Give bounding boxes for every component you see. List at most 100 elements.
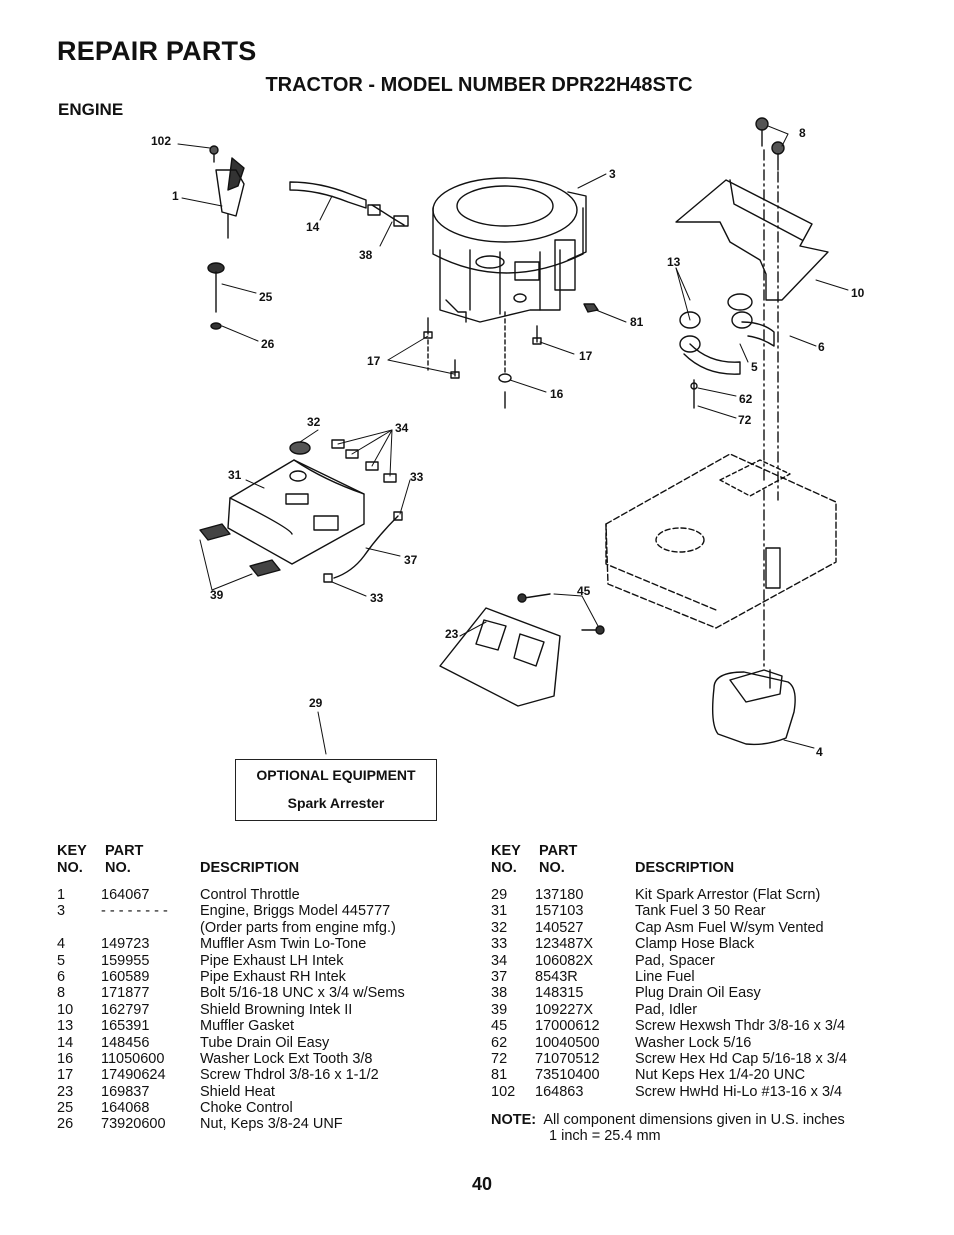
part-description: Muffler Asm Twin Lo-Tone: [200, 936, 367, 953]
muffler-drawing: [711, 489, 796, 746]
note-label: NOTE:: [491, 1112, 537, 1128]
key-number: 23: [57, 1083, 74, 1100]
callout-labels: 102 1 14 38 3 8 13 10 25 26 81 17 17 16 …: [151, 126, 865, 759]
bolts-drawing: [755, 117, 785, 501]
callout-label: 81: [630, 315, 644, 329]
part-description: (Order parts from engine mfg.): [200, 919, 396, 936]
key-number: 38: [491, 985, 508, 1002]
part-number: 106082X: [535, 952, 594, 969]
fuel-line-drawing: [199, 511, 403, 583]
part-number: 140527: [535, 919, 584, 936]
callout-label: 34: [395, 421, 409, 435]
callout-label: 6: [818, 340, 825, 354]
key-number: 14: [57, 1034, 74, 1051]
callout-label: 37: [404, 553, 418, 567]
table-row: 3- - - - - - - -Engine, Briggs Model 445…: [57, 903, 457, 919]
key-number: 4: [57, 936, 66, 953]
part-number: 148315: [535, 985, 584, 1002]
part-number: 17000612: [535, 1018, 600, 1035]
part-description: Engine, Briggs Model 445777: [200, 903, 391, 920]
callout-label: 45: [577, 584, 591, 598]
optional-equipment-box: OPTIONAL EQUIPMENT Spark Arrester: [235, 759, 437, 821]
key-header: KEY: [57, 843, 87, 859]
part-description: Clamp Hose Black: [635, 936, 755, 953]
part-description: Kit Spark Arrestor (Flat Scrn): [635, 887, 821, 903]
callout-label: 16: [550, 387, 564, 401]
note-line2: 1 inch = 25.4 mm: [549, 1128, 661, 1144]
part-description: Control Throttle: [200, 887, 300, 903]
part-description: Washer Lock Ext Tooth 3/8: [200, 1050, 373, 1067]
part-description: Screw Thdrol 3/8-16 x 1-1/2: [200, 1067, 379, 1084]
description-header: DESCRIPTION: [200, 860, 300, 876]
dimension-note: NOTE: All component dimensions given in …: [491, 1112, 845, 1144]
part-number: 164068: [101, 1100, 150, 1117]
part-number: 159955: [101, 952, 150, 969]
page-number: 40: [471, 1174, 493, 1194]
frame-drawing: [605, 453, 837, 629]
part-description: Choke Control: [200, 1100, 293, 1117]
key-number: 81: [491, 1067, 508, 1084]
description-header: DESCRIPTION: [635, 860, 735, 876]
part-number: 149723: [101, 936, 150, 953]
part-header: PART: [105, 843, 144, 859]
callout-label: 102: [151, 134, 171, 148]
part-number: 171877: [101, 985, 150, 1002]
key-number: 1: [57, 887, 66, 903]
key-number: 33: [491, 936, 508, 953]
callout-label: 1: [172, 189, 179, 203]
part-description: Washer Lock 5/16: [635, 1034, 752, 1051]
section-heading: ENGINE: [58, 100, 124, 119]
part-description: Screw Hexwsh Thdr 3/8-16 x 3/4: [635, 1018, 846, 1035]
key-number: 3: [57, 903, 66, 920]
part-description: Nut, Keps 3/8-24 UNF: [200, 1116, 343, 1133]
shield-drawing: [675, 179, 829, 301]
heat-shield-drawing: [439, 593, 605, 707]
part-number: 164863: [535, 1083, 584, 1100]
note-line1: All component dimensions given in U.S. i…: [543, 1112, 845, 1128]
part-description: Screw HwHd Hi-Lo #13-16 x 3/4: [635, 1083, 843, 1100]
part-number: 160589: [101, 968, 150, 985]
part-number: 157103: [535, 903, 584, 920]
throttle-control-drawing: [209, 145, 245, 239]
key-number: 26: [57, 1116, 74, 1133]
part-description: Tube Drain Oil Easy: [200, 1034, 330, 1051]
key-header: KEY: [491, 843, 521, 859]
part-description: Shield Heat: [200, 1083, 275, 1100]
part-number: 71070512: [535, 1050, 600, 1067]
part-description: Cap Asm Fuel W/sym Vented: [635, 919, 824, 936]
callout-label: 31: [228, 468, 242, 482]
part-description: Muffler Gasket: [200, 1018, 295, 1035]
part-number: 8543R: [535, 968, 578, 985]
key-number: 6: [57, 968, 66, 985]
part-number: 148456: [101, 1034, 150, 1051]
drain-tube-drawing: [289, 181, 409, 227]
callout-label: 8: [799, 126, 806, 140]
key-header-no: NO.: [491, 860, 517, 876]
key-header-no: NO.: [57, 860, 83, 876]
exhaust-pipes-drawing: [679, 293, 775, 409]
key-number: 62: [491, 1034, 508, 1051]
part-description: Pipe Exhaust RH Intek: [200, 968, 346, 985]
part-number: 162797: [101, 1001, 150, 1018]
callout-label: 23: [445, 627, 459, 641]
part-description: Shield Browning Intek II: [200, 1001, 353, 1018]
leader-lines: [177, 125, 849, 755]
part-number: 169837: [101, 1083, 150, 1100]
part-description: Bolt 5/16-18 UNC x 3/4 w/Sems: [200, 985, 405, 1002]
callout-label: 3: [609, 167, 616, 181]
part-number: 165391: [101, 1018, 150, 1035]
key-number: 16: [57, 1050, 74, 1067]
key-number: 72: [491, 1050, 508, 1067]
